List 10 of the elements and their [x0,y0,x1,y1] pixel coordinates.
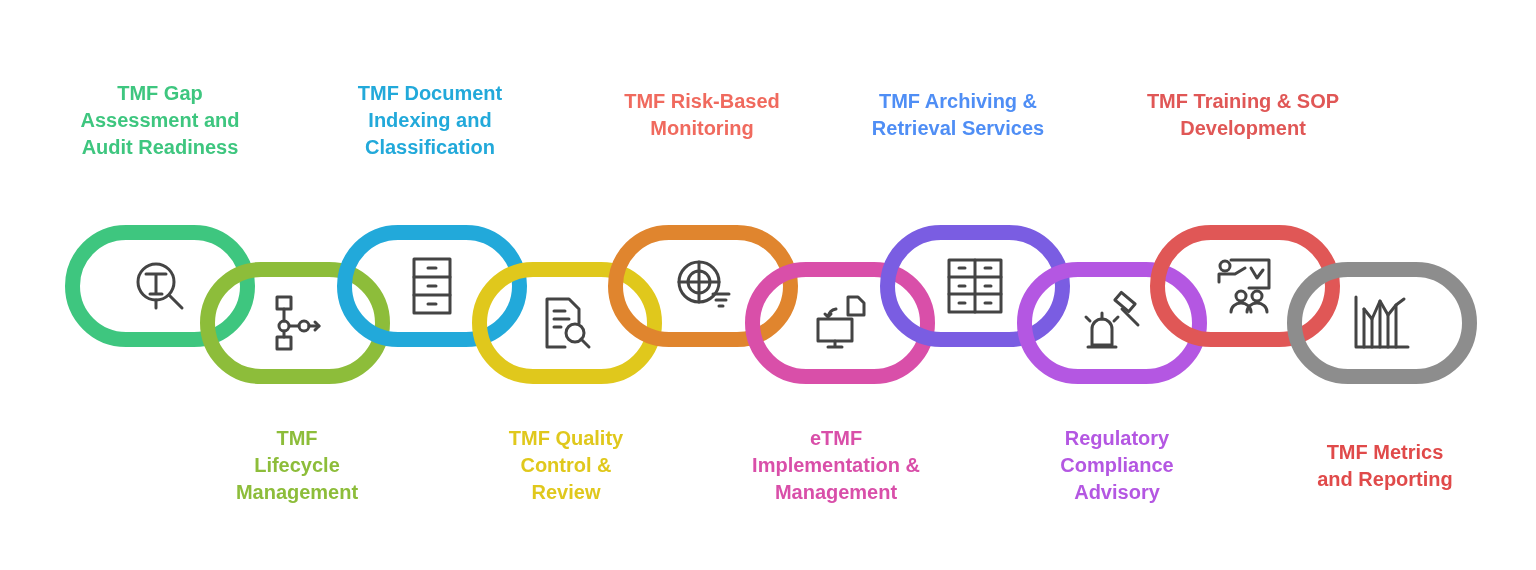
link-label: TMF Quality Control & Review [507,426,625,505]
link-label: TMF Lifecycle Management [234,426,360,505]
link-label: TMF Document Indexing and Classification [356,81,504,160]
link-label: TMF Archiving & Retrieval Services [870,89,1046,141]
link-label: TMF Gap Assessment and Audit Readiness [79,81,241,160]
link-label: TMF Training & SOP Development [1145,89,1341,141]
link-label: eTMF Implementation & Management [751,426,921,505]
link-label: Regulatory Compliance Advisory [1059,426,1175,505]
link-label: TMF Risk-Based Monitoring [623,89,781,141]
link-label: TMF Metrics and Reporting [1316,440,1454,492]
